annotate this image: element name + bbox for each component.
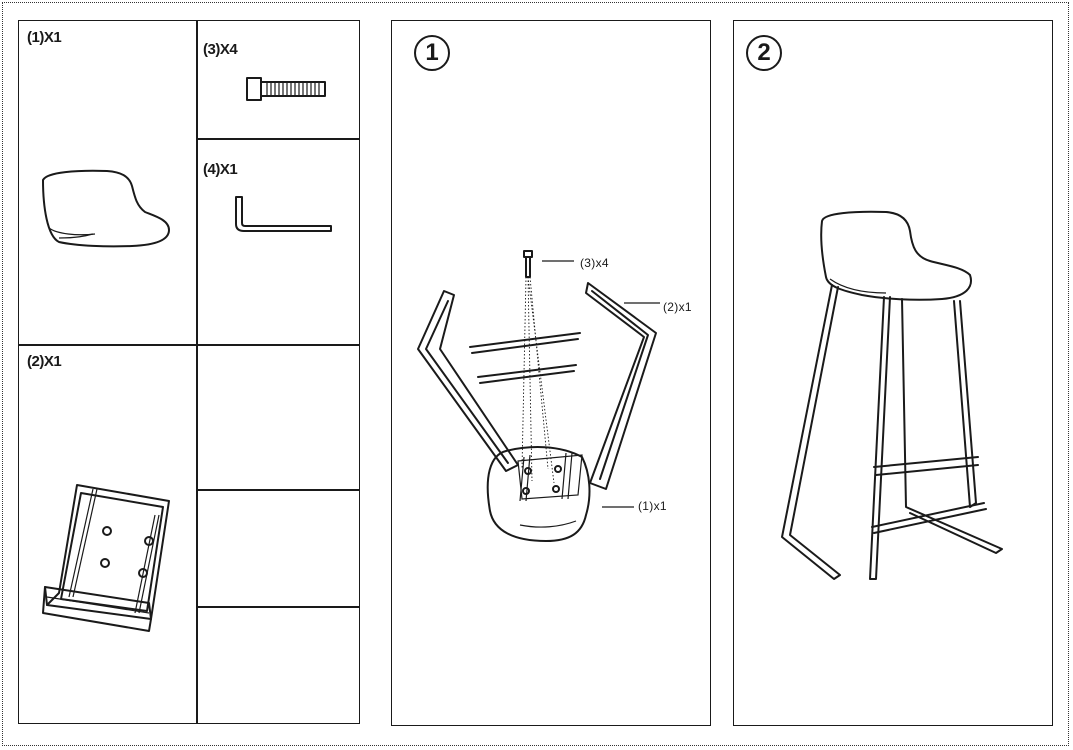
part4-label: (4)X1 — [203, 161, 238, 178]
part3-label: (3)X4 — [203, 41, 238, 58]
callout-bolt: (3)x4 — [580, 256, 609, 270]
metal-frame-icon — [42, 484, 170, 632]
grid-horizontal-divider-4 — [196, 606, 359, 608]
step1-badge: 1 — [414, 35, 450, 71]
bolt-icon — [246, 77, 326, 101]
grid-horizontal-divider-3 — [196, 489, 359, 491]
step2-panel: 2 — [733, 20, 1053, 726]
parts-panel: (1)X1 (3)X4 (4)X1 (2)X1 — [18, 20, 360, 724]
callout-seat: (1)x1 — [638, 499, 667, 513]
seat-shell-icon — [42, 169, 170, 248]
part1-label: (1)X1 — [27, 29, 62, 46]
grid-vertical-divider — [196, 21, 198, 723]
allen-key-icon — [235, 196, 332, 232]
assembled-stool-icon — [781, 210, 1003, 580]
grid-horizontal-divider-1 — [19, 344, 359, 346]
step1-exploded-assembly — [417, 250, 660, 542]
part2-label: (2)X1 — [27, 353, 62, 370]
step1-panel: 1 (3)x4 (2)x1 (1)x1 — [391, 20, 711, 726]
step2-number: 2 — [757, 39, 771, 66]
step1-number: 1 — [425, 39, 439, 66]
grid-horizontal-divider-2 — [196, 138, 359, 140]
callout-frame: (2)x1 — [663, 300, 692, 314]
step2-badge: 2 — [746, 35, 782, 71]
